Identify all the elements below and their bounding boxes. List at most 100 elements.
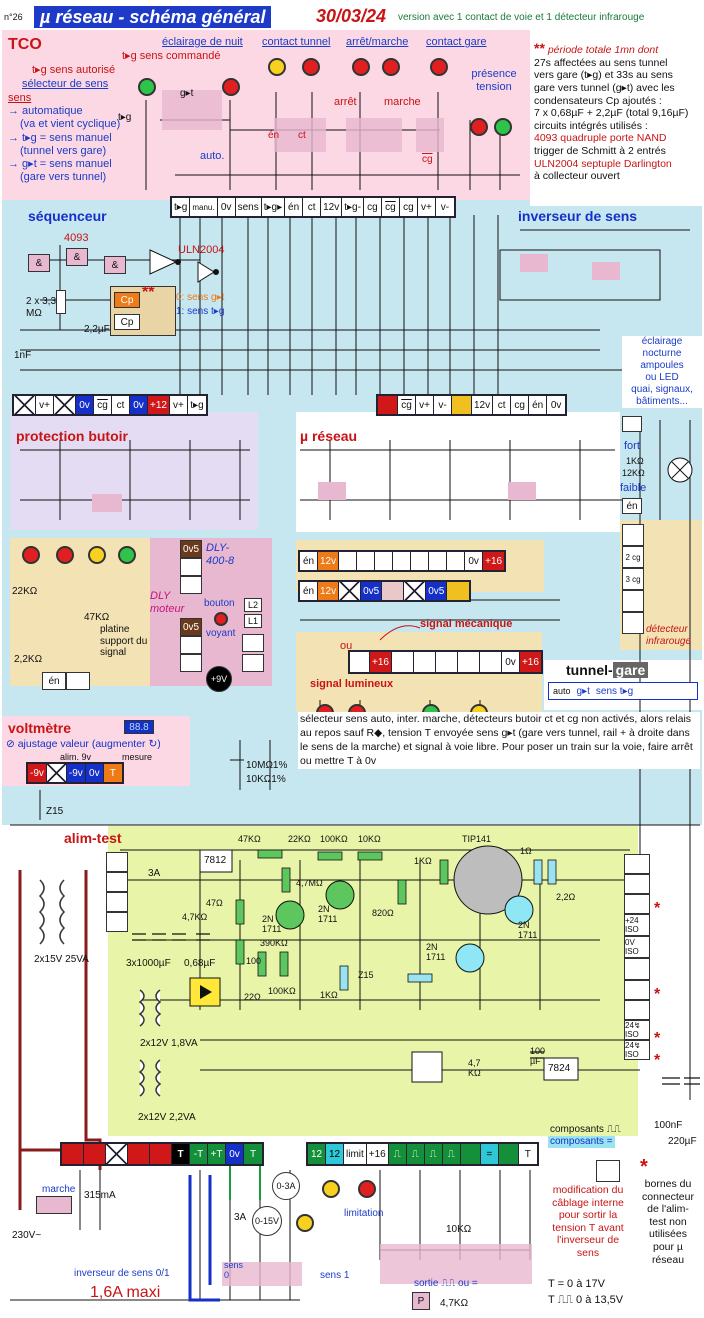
tco-arret-marche: arrêt/marche [346, 36, 409, 48]
tco-pin: cg [364, 198, 382, 216]
alim-comp-14: Z15 [358, 970, 374, 980]
protection-heading: protection butoir [16, 428, 128, 444]
dly-module-1: 0v5 +5 M2 [180, 540, 202, 594]
micro-pin: ct [493, 396, 512, 414]
bornes-line-3: de l'alim- [647, 1203, 689, 1216]
detecteur-pins: 1 +12v 2 cg 3 cg 4 cg 5 0v [622, 524, 644, 634]
alim-pin [106, 892, 128, 912]
voltmetre-mesure: mesure [122, 752, 153, 762]
modif-line-5: l'inverseur de [556, 1234, 620, 1247]
bottom-star: * [640, 1156, 648, 1178]
signal-pin [447, 552, 466, 570]
tunnel-sel-tg: sens t▸g [595, 685, 634, 697]
modif-line-4: tension T avant [552, 1221, 624, 1234]
alim-composants-2: composants = [548, 1136, 615, 1148]
alim-transfo-2: 2x12V 1,8VA [140, 1038, 198, 1049]
tunnel-selector[interactable]: auto g▸t sens t▸g [548, 682, 698, 700]
dly-led-green [118, 546, 136, 564]
inverseur-heading: inverseur de sens [518, 208, 638, 224]
bottom-limitation: limitation [344, 1208, 384, 1219]
protection-pin [54, 396, 76, 414]
signal-pin [350, 652, 370, 672]
signal-pin: 0v [502, 652, 520, 672]
bottom-pin: +16 [367, 1144, 389, 1164]
bornes-line-4: test non [649, 1215, 687, 1228]
periode-line-7: circuits intégrés utilisés : [534, 119, 648, 132]
modif-line-2: câblage interne [552, 1196, 624, 1209]
bottom-modif: modification du câblage interne pour sor… [546, 1184, 630, 1260]
bottom-fuse1: 315mA [84, 1190, 116, 1201]
alim-reg-7824: 7824 [548, 1063, 571, 1074]
page-title: µ réseau - schéma général [34, 6, 272, 28]
bornes-line-6: pour µ [653, 1240, 683, 1253]
signal-pin: 0v [465, 552, 484, 570]
protection-pin: +12 [148, 396, 170, 414]
periode-line-4: gare vers tunnel (g▸t) avec les [534, 81, 675, 94]
dly-m2-0v5: 0v5 [180, 618, 202, 636]
bottom-sortie: sortie ⎍⎍ ou = [414, 1278, 478, 1289]
alim-reg-7812: 7812 [204, 855, 227, 866]
alim-out-pin: -T [624, 980, 650, 1000]
periode-line-9: trigger de Schmitt à 2 entrés [534, 144, 666, 157]
signal-pin [392, 652, 414, 672]
alim-comp-16: 1Ω [520, 846, 532, 856]
alim-comp-17: 2,2Ω [556, 892, 576, 902]
tco-pin: cg [400, 198, 418, 216]
bottom-sens0: sens 0 [224, 1260, 244, 1281]
tco-eclairage-nuit: éclairage de nuit [162, 36, 243, 48]
eclairage-note: éclairage nocturne ampoules ou LED quai,… [622, 336, 702, 408]
dly-m1-m2: M2 [180, 576, 202, 594]
page-date: 30/03/24 [316, 6, 387, 26]
alim-tip141: TIP141 [462, 834, 492, 844]
tunnel-word: tunnel- [566, 662, 613, 678]
tco-cg-label: cg [422, 154, 433, 165]
tco-pin: ct [303, 198, 322, 216]
bottom-pot[interactable]: P [412, 1292, 430, 1310]
bottom-pin [498, 1144, 519, 1164]
cp-cap-2: Cp [114, 314, 140, 330]
periode-line-3: vers gare (t▸g) et 33s au sens [534, 69, 673, 82]
bottom-fuse2: 3A [234, 1212, 247, 1223]
dly-12v: 12v [66, 672, 90, 690]
bornes-line-2: connecteur [642, 1190, 694, 1203]
periode-note: ** période totale 1mn dont 27s affectées… [534, 40, 688, 183]
marche-switch[interactable] [36, 1196, 72, 1214]
dly-voyant: voyant [206, 628, 236, 639]
alim-comp-12: 4,7KΩ [182, 912, 208, 922]
sequenceur-heading: séquenceur [28, 208, 107, 224]
dly-l2: L2 [244, 598, 262, 612]
led-yellow-eclairage [268, 58, 286, 76]
periode-line-11: à collecteur ouvert [534, 170, 620, 183]
alim-comp-10: 22Ω [244, 992, 261, 1002]
periode-marker: ** [534, 40, 545, 56]
bottom-pin: -T [190, 1144, 208, 1164]
bottom-pin [106, 1144, 128, 1164]
bottom-inverseur: inverseur de sens 0/1 [74, 1268, 170, 1279]
signal-pin: 0v5 [361, 582, 383, 600]
alim-comp-4: 1KΩ [414, 856, 432, 866]
alim-comp-2: 100KΩ [320, 834, 348, 844]
bornes-line-1: bornes du [644, 1178, 692, 1190]
signal-pin [458, 652, 480, 672]
tco-pin: v- [440, 201, 450, 213]
nand-gate-3: & [104, 256, 126, 274]
tco-pin: v+ [418, 198, 436, 216]
bottom-pin: ⎍ [424, 1144, 443, 1164]
signal-pin: +16 [483, 552, 505, 570]
tco-contact-gare: contact gare [426, 36, 487, 48]
bottom-t-box: T [596, 1160, 620, 1182]
sens-line-1: → automatique [8, 105, 83, 118]
cp-cap-1: Cp [114, 292, 140, 308]
bottom-pin: 0v [226, 1144, 244, 1164]
dly-9v: +9V [206, 666, 232, 692]
page-subtitle: version avec 1 contact de voie et 1 déte… [398, 12, 645, 23]
bottom-pin [62, 1144, 84, 1164]
tco-pin: t▸g [172, 198, 191, 216]
signal-pin [339, 552, 358, 570]
bornes-line-7: réseau [651, 1253, 685, 1266]
alim-pin [106, 912, 128, 932]
alim-caps: 3x1000µF [126, 958, 171, 969]
dly-l1: L1 [244, 614, 262, 628]
periode-line-8: 4093 quadruple porte NAND [534, 132, 667, 145]
voltmetre-pin: -9v [66, 764, 86, 782]
